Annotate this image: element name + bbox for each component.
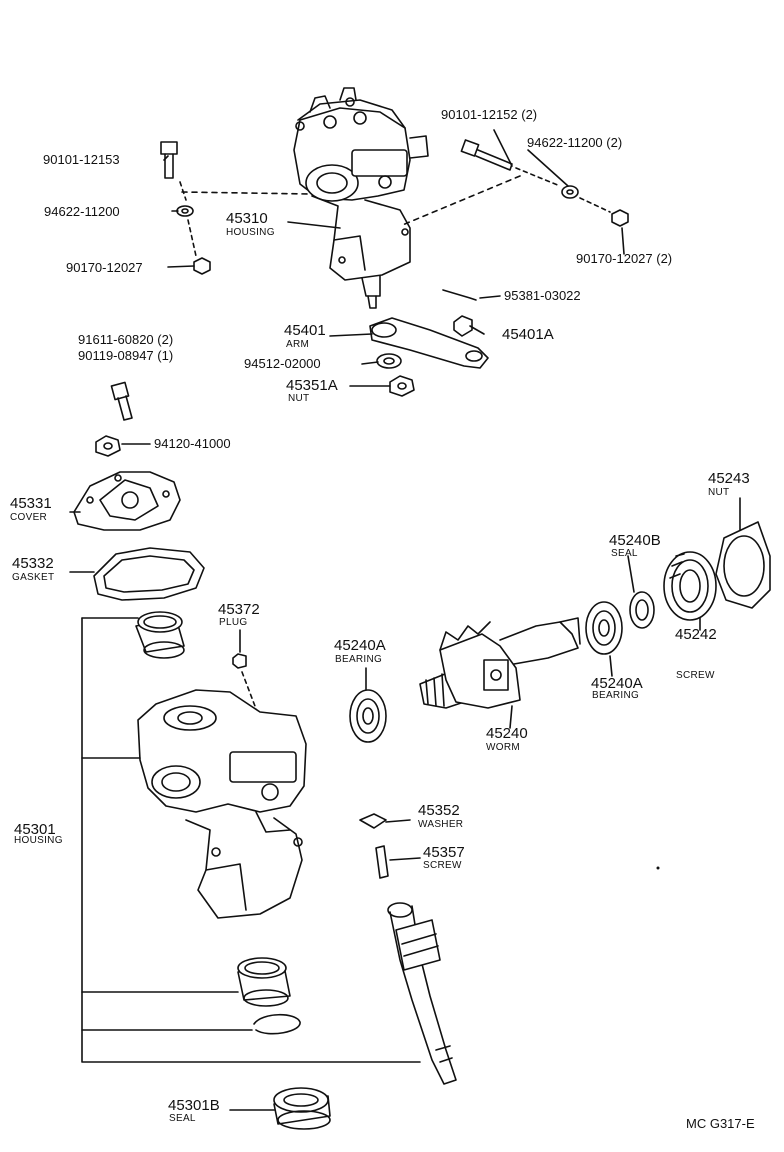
upper-bushing-drawing — [135, 611, 185, 659]
sector-shaft-drawing — [387, 902, 457, 1085]
label-left-bearing-name: BEARING — [335, 654, 383, 665]
label-housing-asm-number: 45310 — [226, 210, 268, 227]
bracket-line — [81, 617, 421, 1063]
label-right-bearing-name: BEARING — [592, 690, 640, 701]
adjusting-washer-drawing — [359, 813, 387, 829]
label-worm-name: WORM — [486, 742, 520, 753]
cover-drawing — [73, 471, 181, 531]
label-locknut-number: 45243 — [708, 470, 750, 487]
plug-drawing — [232, 653, 247, 669]
label-adj-screw-number: 45357 — [423, 844, 465, 861]
label-arm-washer: 94512-02000 — [244, 356, 321, 371]
snap-ring-drawing — [253, 1013, 301, 1035]
lock-nut-drawing — [715, 521, 771, 609]
label-arm-number: 45401 — [284, 322, 326, 339]
label-seal-b-number: 45240B — [609, 532, 661, 549]
housing-drawing — [137, 689, 307, 919]
label-gasket-name: GASKET — [12, 572, 55, 583]
label-top-bolt: 90101-12153 — [43, 152, 120, 167]
label-cover-nut: 94120-41000 — [154, 436, 231, 451]
right-bearing-drawing — [585, 601, 623, 655]
stray-mark — [656, 866, 660, 870]
label-arm-nut2-name: NUT — [288, 393, 310, 404]
label-plug-name: PLUG — [219, 617, 248, 628]
label-top-washer: 94622-11200 — [44, 204, 120, 219]
left-bearing-drawing — [349, 689, 387, 743]
label-seal-number: 45301B — [168, 1097, 220, 1114]
label-screw-number: 45242 — [675, 626, 717, 643]
label-screw-name: SCREW — [676, 670, 715, 681]
label-top-nut: 90170-12027 — [66, 260, 143, 275]
label-washer-name: WASHER — [418, 819, 464, 830]
gasket-drawing — [93, 547, 205, 601]
worm-drawing — [419, 617, 581, 709]
left-bolt-stack-drawing — [160, 141, 311, 275]
label-washer-number: 45352 — [418, 802, 460, 819]
label-arm-nut: 45401A — [502, 326, 554, 343]
drawing-code: MC G317-E — [686, 1116, 755, 1131]
lower-bushing-drawing — [237, 957, 291, 1007]
label-right-washer: 94622-11200 (2) — [527, 135, 623, 150]
oil-seal-drawing — [629, 591, 655, 629]
label-arm-nut2-number: 45351A — [286, 377, 338, 394]
label-cover-name: COVER — [10, 512, 48, 523]
label-housing-asm-name: HOUSING — [226, 227, 275, 238]
adjusting-screw-drawing — [375, 845, 389, 879]
right-bolt-stack-drawing — [399, 139, 629, 227]
label-worm-number: 45240 — [486, 725, 528, 742]
seal-drawing — [273, 1087, 331, 1130]
label-locknut-name: NUT — [708, 487, 730, 498]
label-seal-b-name: SEAL — [611, 548, 638, 559]
label-adj-screw-name: SCREW — [423, 860, 462, 871]
label-right-bearing-number: 45240A — [591, 675, 643, 692]
label-cover-number: 45331 — [10, 495, 52, 512]
label-housing-name: HOUSING — [14, 835, 63, 846]
label-left-bearing-number: 45240A — [334, 637, 386, 654]
label-cover-bolt-b: 90119-08947 (1) — [78, 348, 174, 363]
label-gasket-number: 45332 — [12, 555, 54, 572]
pitman-arm-drawing — [369, 315, 489, 397]
label-cotter-pin: 95381-03022 — [504, 288, 581, 303]
label-right-nut: 90170-12027 (2) — [576, 251, 673, 266]
cover-bolts-drawing — [95, 381, 133, 457]
label-right-bolt: 90101-12152 (2) — [441, 107, 538, 122]
label-arm-name: ARM — [286, 339, 310, 350]
label-cover-bolt-a: 91611-60820 (2) — [78, 332, 174, 347]
label-plug-number: 45372 — [218, 601, 260, 618]
adjusting-screw-cap-drawing — [663, 551, 717, 621]
label-housing-number: 45301 — [14, 821, 56, 838]
cotter-pin-drawing — [442, 289, 477, 301]
gear-assembly-drawing — [293, 87, 429, 309]
label-seal-name: SEAL — [169, 1113, 196, 1124]
